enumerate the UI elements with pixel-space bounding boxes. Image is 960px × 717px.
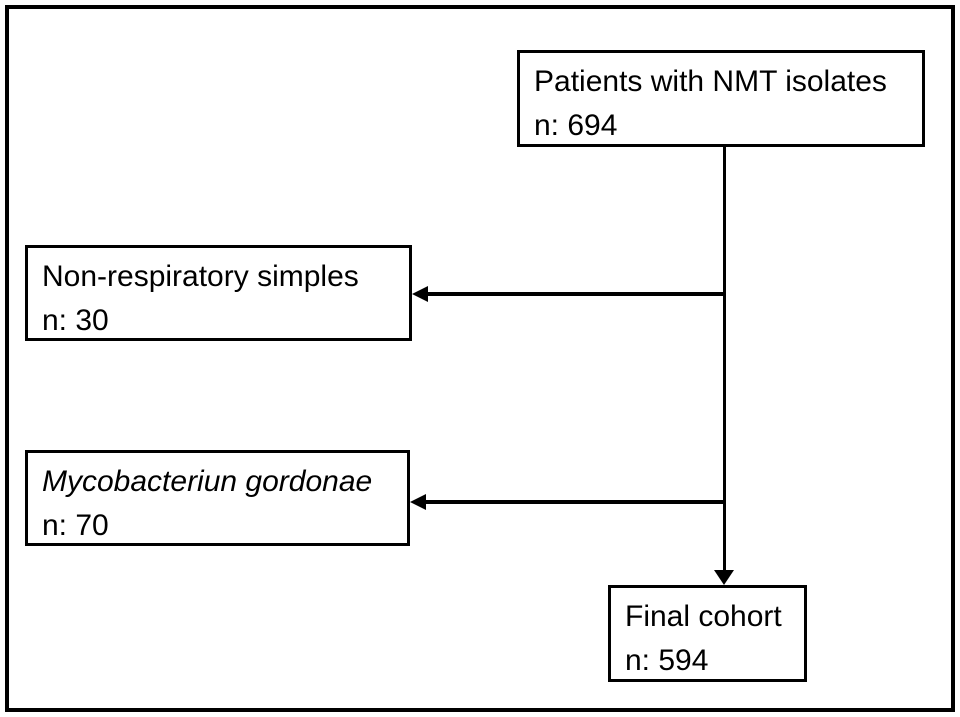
node-count: n: 594 [625,644,709,677]
node-label: Mycobacteriun gordonae [42,465,373,498]
node-label: Patients with NMT isolates [534,65,887,98]
node-non-respiratory-simples: Non-respiratory simples n: 30 [25,245,412,341]
diagram-border [5,5,955,712]
arrowhead-left-non-respiratory-icon [412,286,428,302]
node-count: n: 70 [42,509,109,542]
node-final-cohort: Final cohort n: 594 [608,585,807,682]
node-mycobacteriun-gordonae: Mycobacteriun gordonae n: 70 [25,450,410,546]
arrowhead-left-gordonae-icon [410,494,426,510]
node-label: Non-respiratory simples [42,260,359,293]
node-count: n: 30 [42,304,109,337]
connector-vertical-line [723,147,726,572]
connector-to-non-respiratory [424,292,726,296]
arrowhead-down-final-cohort-icon [714,570,734,585]
connector-to-gordonae [422,500,726,504]
node-patients-with-nmt-isolates: Patients with NMT isolates n: 694 [517,50,925,147]
node-count: n: 694 [534,109,618,142]
node-label: Final cohort [625,600,782,633]
